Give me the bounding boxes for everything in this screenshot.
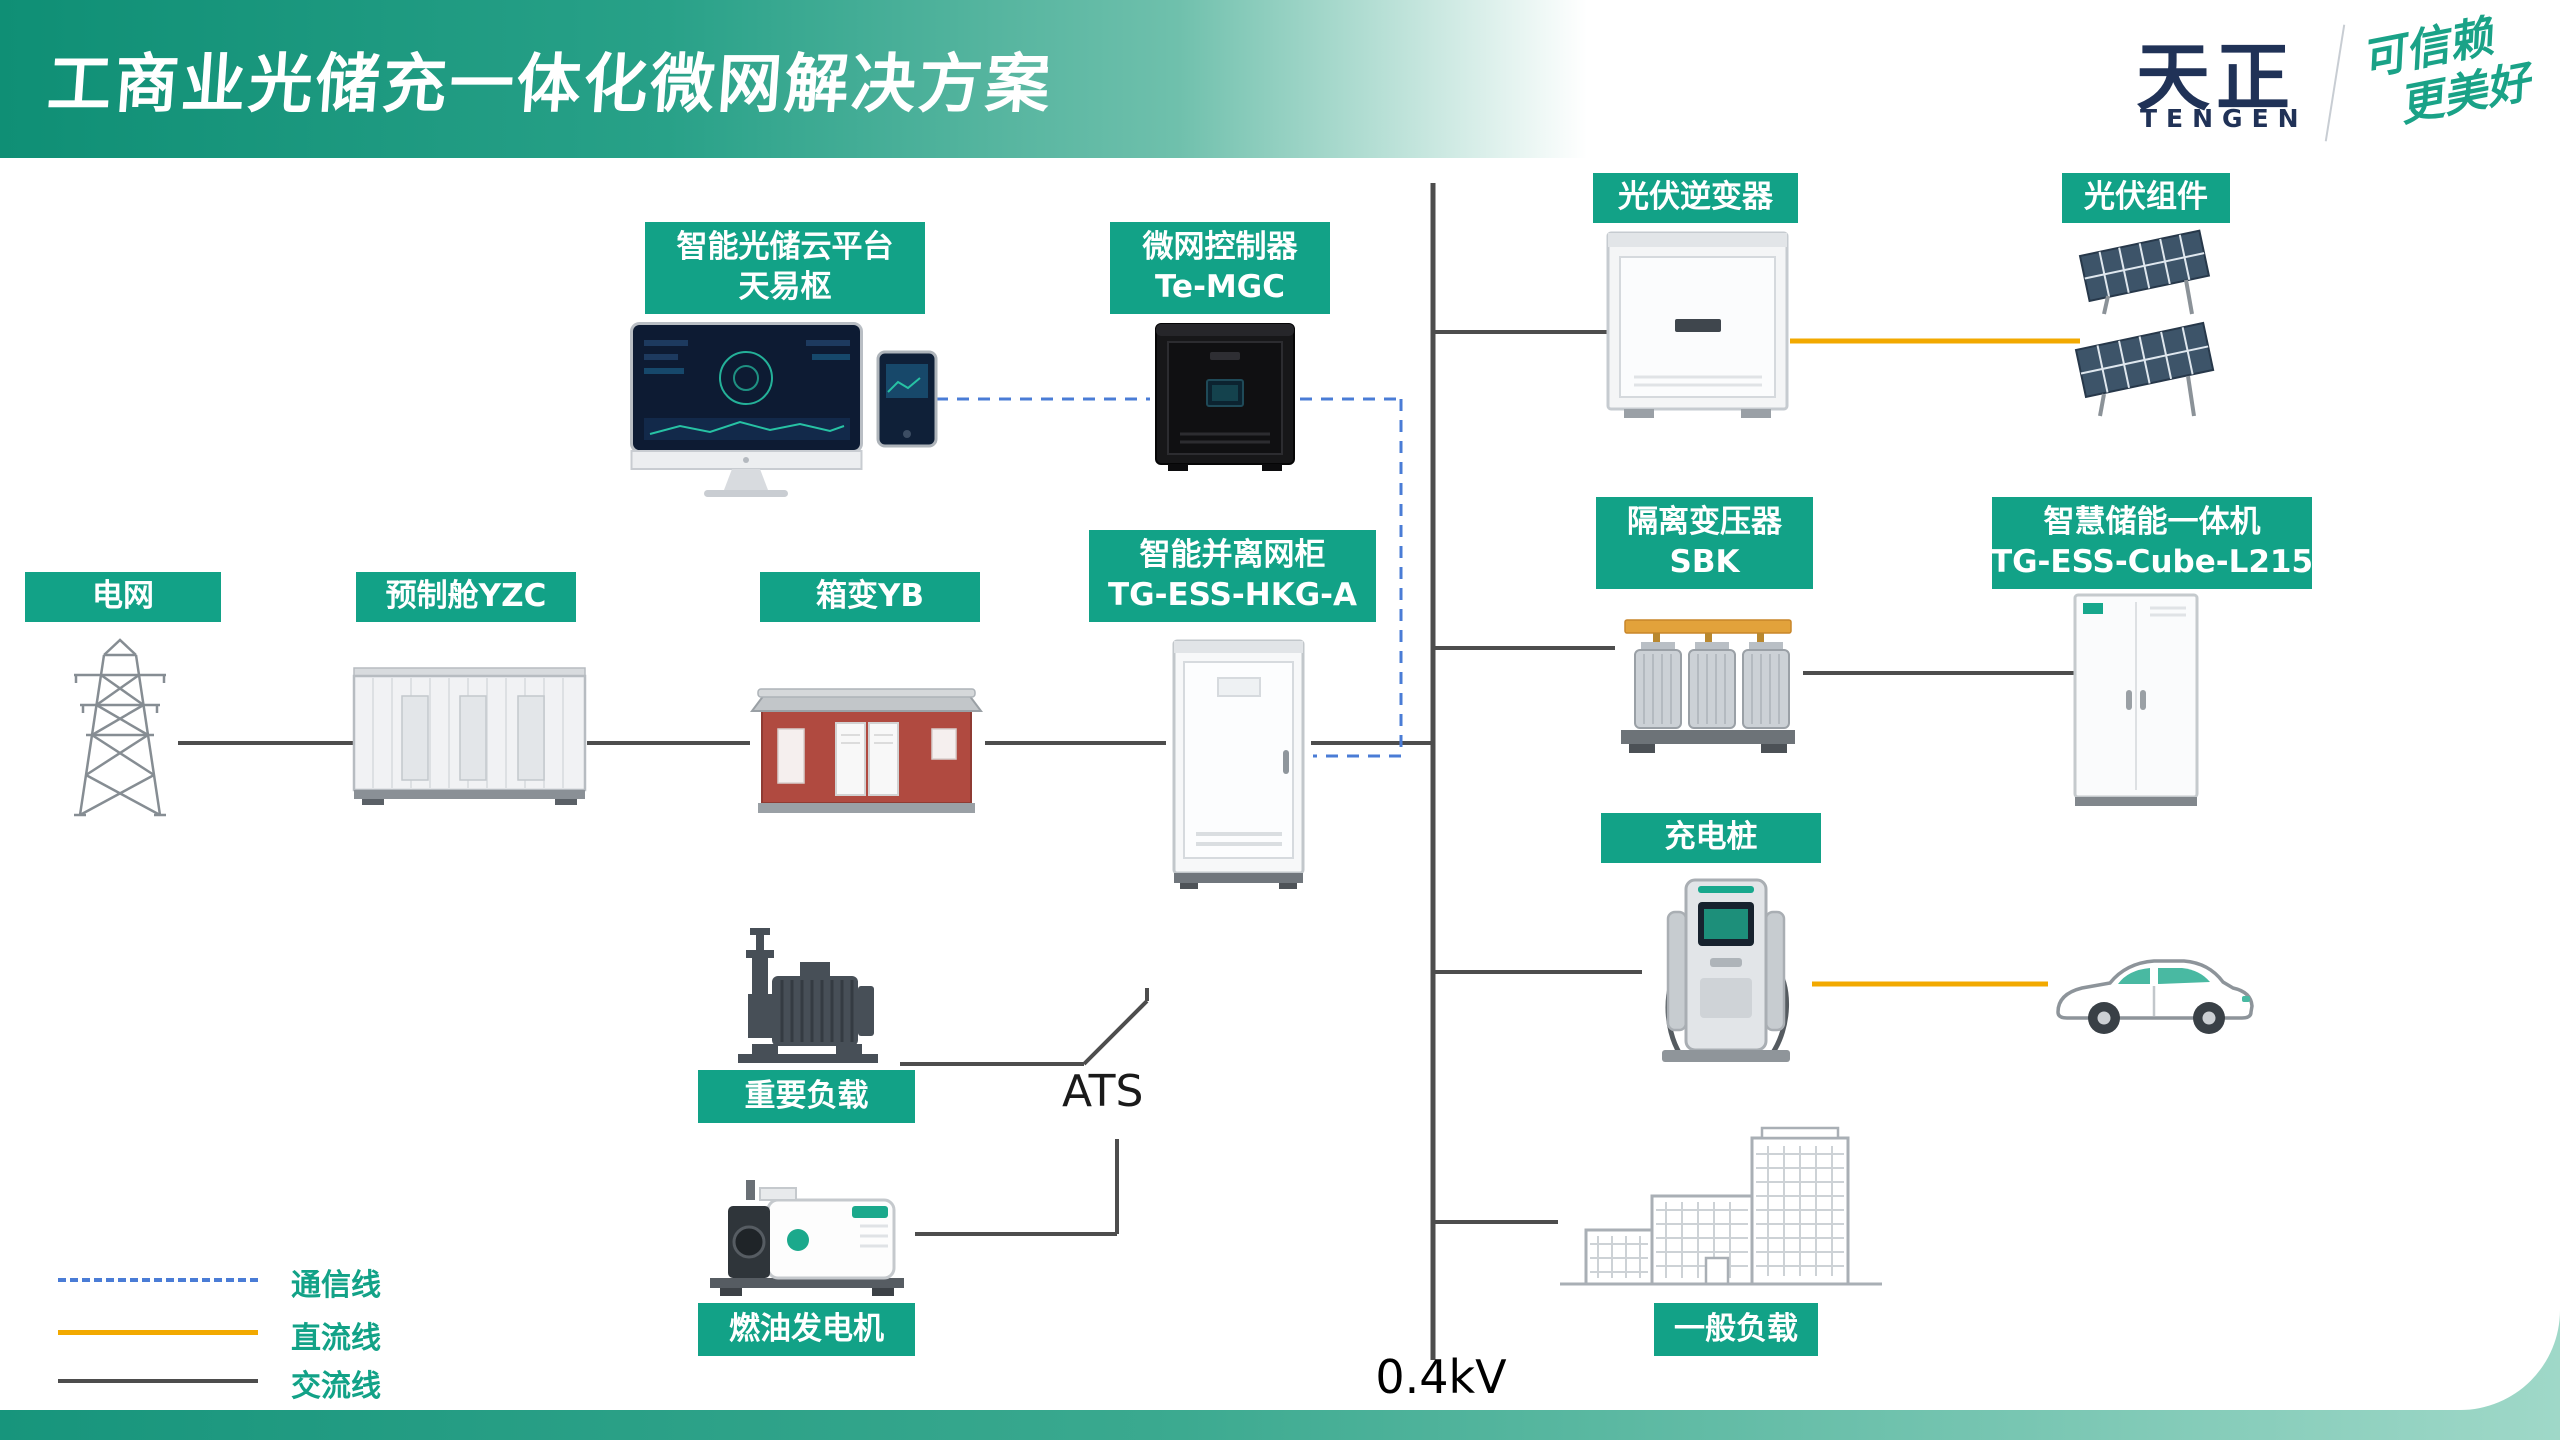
ess-cabinet-illustration [2072, 592, 2200, 814]
label-important-load-text: 重要负载 [744, 1077, 869, 1114]
label-fuel-generator-text: 燃油发电机 [729, 1310, 884, 1347]
legend-ac-line-label: 交流线 [291, 1369, 381, 1404]
container-icon [352, 667, 587, 805]
label-cloud-platform-l2: 天易枢 [738, 269, 832, 305]
label-pv-modules: 光伏组件 [2062, 173, 2230, 223]
label-pv-modules-text: 光伏组件 [2084, 179, 2208, 216]
fuel-generator-illustration [702, 1160, 912, 1304]
label-box-transformer: 箱变YB [760, 572, 980, 622]
legend-comm-line-label: 通信线 [291, 1268, 381, 1303]
pv-modules-illustration [2068, 226, 2228, 422]
label-pv-inverter: 光伏逆变器 [1593, 173, 1798, 223]
ev-charger-icon [1662, 878, 1790, 1062]
cloud-platform-monitor-illustration [630, 322, 940, 506]
legend-dc-line-swatch [58, 1330, 258, 1335]
label-ess-l1: 智慧储能一体机 [2043, 504, 2261, 541]
label-isolation-transformer-l2: SBK [1669, 544, 1740, 580]
label-box-transformer-text: 箱变YB [815, 578, 925, 615]
controller-icon [1155, 323, 1295, 471]
ev-car-illustration [2046, 932, 2261, 1051]
transmission-tower-icon [74, 638, 166, 817]
header-banner [0, 0, 2560, 158]
ac-lines [178, 330, 2074, 1236]
label-ess: 智慧储能一体机 TG-ESS-Cube-L215 [1990, 497, 2314, 589]
storage-cabinet-icon [2073, 593, 2199, 806]
solar-panels-icon [2074, 229, 2215, 417]
label-isolation-transformer-l1: 隔离变压器 [1627, 504, 1782, 541]
label-charging-pile-text: 充电桩 [1664, 819, 1758, 856]
ats-blade [1082, 999, 1149, 1066]
label-cloud-platform-l1: 智能光储云平台 [676, 229, 894, 266]
label-grid-cabinet-l1: 智能并离网柜 [1139, 537, 1326, 574]
pv-inverter-illustration [1606, 231, 1789, 425]
label-mgc-l1: 微网控制器 [1142, 229, 1298, 266]
legend-comm-line-swatch [58, 1278, 258, 1282]
label-charging-pile: 充电桩 [1601, 813, 1821, 863]
label-grid-cabinet-l2: TG-ESS-HKG-A [1107, 577, 1358, 613]
motor-pump-icon [738, 928, 878, 1063]
buildings-icon [1560, 1126, 1882, 1286]
comm-lines [936, 397, 1403, 758]
tall-cabinet-icon [1172, 639, 1305, 889]
bottom-band-curve-mask [0, 1310, 2560, 1410]
grid-cabinet-illustration [1166, 638, 1311, 894]
label-prefab-cabin-text: 预制舱YZC [385, 578, 547, 615]
label-ess-l2: TG-ESS-Cube-L215 [1990, 544, 2314, 580]
label-grid-text: 电网 [92, 578, 154, 615]
label-grid: 电网 [25, 572, 221, 622]
dc-lines [1790, 338, 2080, 987]
ats-label: ATS [1062, 1066, 1144, 1117]
label-isolation-transformer: 隔离变压器 SBK [1596, 497, 1813, 589]
car-icon [2056, 959, 2254, 1034]
page-title: 工商业光储充一体化微网解决方案 [44, 48, 1056, 122]
label-mgc-l2: Te-MGC [1155, 269, 1285, 305]
transformer-icon [1621, 619, 1795, 753]
label-general-load-text: 一般负载 [1674, 1310, 1798, 1347]
label-mgc: 微网控制器 Te-MGC [1110, 222, 1330, 314]
generator-icon [710, 1180, 904, 1296]
label-cloud-platform: 智能光储云平台 天易枢 [645, 222, 925, 314]
box-transformer-illustration [748, 665, 985, 824]
prefab-cabin-illustration [352, 660, 587, 809]
label-important-load: 重要负载 [698, 1070, 915, 1123]
important-load-illustration [708, 920, 898, 1074]
label-fuel-generator: 燃油发电机 [698, 1303, 915, 1356]
general-load-illustration [1556, 1124, 1886, 1296]
legend-ac-line-swatch [58, 1379, 258, 1383]
label-grid-cabinet: 智能并离网柜 TG-ESS-HKG-A [1089, 530, 1376, 622]
bus-voltage-label: 0.4kV [1375, 1350, 1507, 1404]
label-prefab-cabin: 预制舱YZC [356, 572, 576, 622]
isolation-transformer-illustration [1613, 600, 1803, 762]
mgc-device-illustration [1152, 322, 1298, 476]
legend-dc-line-label: 直流线 [291, 1321, 381, 1356]
monitor-icon [630, 322, 938, 497]
label-general-load: 一般负载 [1654, 1303, 1818, 1356]
label-pv-inverter-text: 光伏逆变器 [1618, 179, 1773, 216]
grid-tower-illustration [60, 635, 180, 824]
inverter-cabinet-icon [1606, 231, 1789, 418]
charging-pile-illustration [1640, 868, 1812, 1080]
tengen-logo-en: TENGEN [2140, 104, 2308, 133]
tengen-logo-cn: 天正 [2136, 35, 2296, 121]
box-substation-icon [750, 688, 983, 813]
